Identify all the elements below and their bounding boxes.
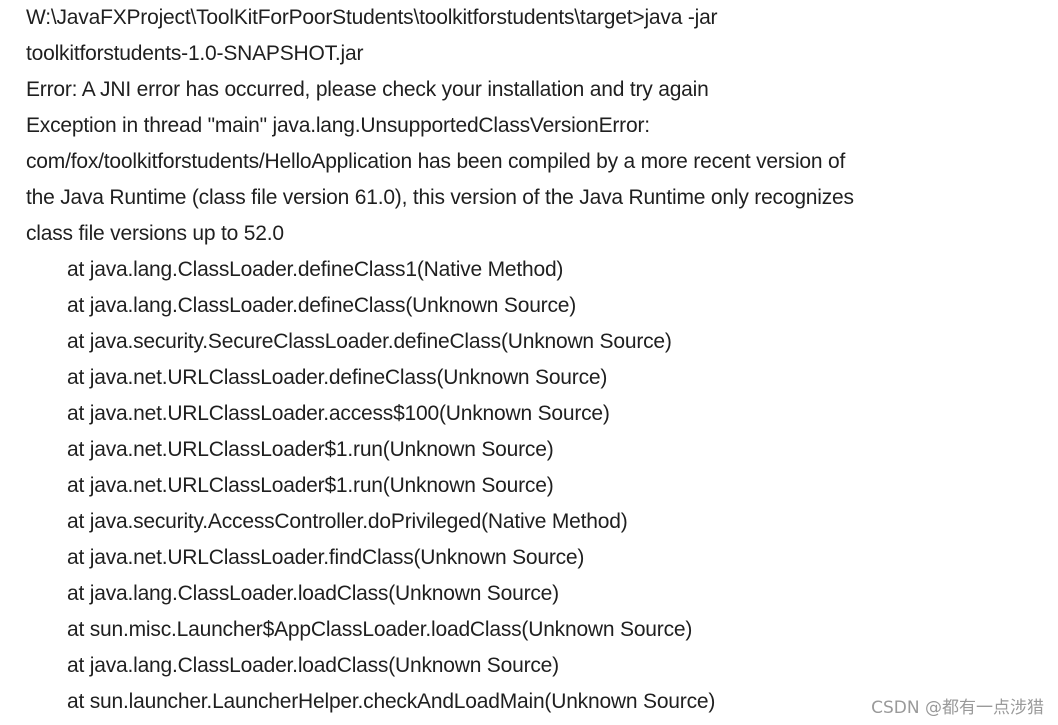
console-line: W:\JavaFXProject\ToolKitForPoorStudents\…	[26, 6, 718, 29]
console-line: toolkitforstudents-1.0-SNAPSHOT.jar	[26, 42, 364, 65]
stack-trace-line: at java.security.AccessController.doPriv…	[67, 510, 628, 533]
stack-trace-line: at java.net.URLClassLoader.findClass(Unk…	[67, 546, 585, 569]
stack-trace-line: at java.net.URLClassLoader.defineClass(U…	[67, 366, 608, 389]
console-line: Exception in thread "main" java.lang.Uns…	[26, 114, 650, 137]
stack-trace-line: at sun.misc.Launcher$AppClassLoader.load…	[67, 618, 693, 641]
console-line: Error: A JNI error has occurred, please …	[26, 78, 709, 101]
stack-trace-line: at java.lang.ClassLoader.loadClass(Unkno…	[67, 654, 559, 677]
console-line: class file versions up to 52.0	[26, 222, 284, 245]
stack-trace-line: at java.net.URLClassLoader.access$100(Un…	[67, 402, 610, 425]
console-line: the Java Runtime (class file version 61.…	[26, 186, 854, 209]
stack-trace-line: at java.net.URLClassLoader$1.run(Unknown…	[67, 474, 554, 497]
csdn-watermark: CSDN @都有一点涉猎	[871, 698, 1044, 718]
stack-trace-line: at sun.launcher.LauncherHelper.checkAndL…	[67, 690, 716, 713]
stack-trace-line: at java.security.SecureClassLoader.defin…	[67, 330, 672, 353]
stack-trace-line: at java.lang.ClassLoader.loadClass(Unkno…	[67, 582, 559, 605]
console-line: com/fox/toolkitforstudents/HelloApplicat…	[26, 150, 846, 173]
stack-trace-line: at java.lang.ClassLoader.defineClass1(Na…	[67, 258, 564, 281]
stack-trace-line: at java.net.URLClassLoader$1.run(Unknown…	[67, 438, 554, 461]
stack-trace-line: at java.lang.ClassLoader.defineClass(Unk…	[67, 294, 577, 317]
console-output: W:\JavaFXProject\ToolKitForPoorStudents\…	[26, 0, 1036, 720]
